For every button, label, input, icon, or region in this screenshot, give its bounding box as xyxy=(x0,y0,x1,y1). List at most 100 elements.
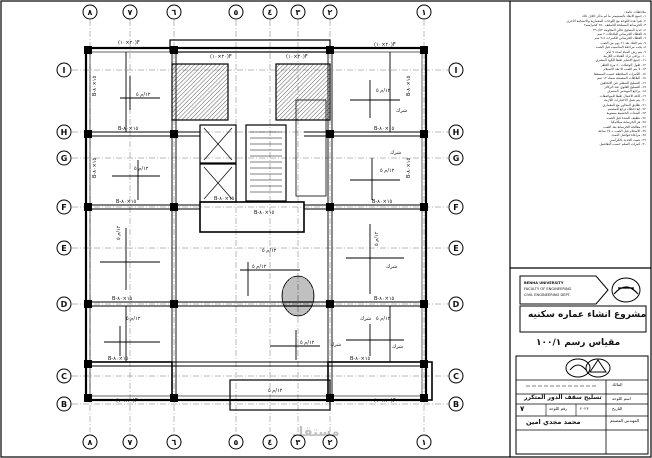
note-line: ١٨- يراجع المهندس المشرف xyxy=(606,89,646,94)
drawing-name: تسليح سقف الدور المتكرر xyxy=(524,394,602,401)
svg-text:F: F xyxy=(61,203,66,212)
note-line: ١٩- كافة الاعمال طبقا للمواصفات xyxy=(599,93,646,98)
note-line: ٥- الغطاء الخرساني للبلاطات ٢ سم xyxy=(597,32,646,37)
grid-bubble-top: ٨ xyxy=(82,4,98,20)
svg-text:٦: ٦ xyxy=(172,438,177,447)
beam-label: B-١٥×٨٠ xyxy=(108,356,128,362)
grid-bubble-bottom: ٧ xyxy=(122,434,138,450)
note-line: ٢٢- اية اخطاء ترجع للمصمم xyxy=(607,106,646,111)
grid-bubble-left: G xyxy=(56,150,72,166)
note-label: شرك xyxy=(392,344,403,350)
grid-bubble-bottom: ٥ xyxy=(228,434,244,450)
rebar-label: ١٢/م ٥ xyxy=(116,225,122,240)
note-line: ١٥- البلاطات المصمتة سمك ١٢ سم xyxy=(597,76,646,81)
grid-bubble-top: ٣ xyxy=(290,4,306,20)
svg-text:H: H xyxy=(61,128,68,137)
note-line: ٧- يتم الفك بعد ٢١ يوم من الصب xyxy=(600,40,646,45)
svg-text:٣: ٣ xyxy=(296,438,301,447)
grid-bubble-left: H xyxy=(56,124,72,140)
grid-bubble-top: ٢ xyxy=(322,4,338,20)
beam-label: B-١٥×٨٠ xyxy=(214,196,234,202)
svg-text:G: G xyxy=(453,154,460,163)
rebar-label: ١٢/م ٥ xyxy=(252,264,267,270)
note-line: ٢٠- يتم عمل الاختبارات اللازمة xyxy=(604,98,646,103)
grid-bubble-right: I xyxy=(448,62,464,78)
svg-text:F: F xyxy=(453,203,458,212)
note-line: ملاحظات عامة : xyxy=(623,10,646,14)
svg-text:٦: ٦ xyxy=(172,8,177,17)
svg-text:١: ١ xyxy=(422,438,427,447)
title-block-logos xyxy=(565,358,611,378)
grid-bubble-top: ١ xyxy=(416,4,432,20)
note-line: ٢- تقرأ هذه اللوحة مع اللوحات المعمارية … xyxy=(566,18,646,23)
rebar-label: ١٢/م ٥ xyxy=(268,388,283,394)
note-line: ٢٥- هز الخرسانة ميكانيكيا xyxy=(610,120,646,125)
svg-text:C: C xyxy=(453,372,459,381)
svg-text:H: H xyxy=(453,128,460,137)
svg-text:٣: ٣ xyxy=(296,8,301,17)
note-line: ١٠- يراعى ترك الفتحات اللازمة xyxy=(603,54,646,59)
grid-bubble-top: ٤ xyxy=(262,4,278,20)
note-line: ٣- الخرسانة المسلحة للاسقف ٢٥٠ كجم/سم٢ xyxy=(583,23,646,28)
note-line: ٣٠- كمرات السلم حسب التفاصيل xyxy=(599,142,647,147)
note-line: ٢٧- الاستلام قبل الصب بـ ٢٤ ساعة xyxy=(598,128,646,133)
svg-text:C: C xyxy=(61,372,67,381)
note-line: ٢١- تطابق المحاور مع المعماري xyxy=(602,102,646,107)
title-block: BENHA UNIVERSITY FACULTY OF ENGINEERING … xyxy=(510,268,652,458)
designer-name: محمد مجدي امين xyxy=(526,418,581,426)
floor-plan xyxy=(84,39,433,411)
title-block-graphics xyxy=(515,275,649,455)
beam-label: B-١٥×٨٠ xyxy=(350,356,370,362)
grid-bubble-top: ٧ xyxy=(122,4,138,20)
note-line: ١٤- الكمرات الساقطة حسب المسقط xyxy=(593,71,646,76)
svg-text:I: I xyxy=(63,66,66,75)
rebar-label: ١٢/م ٥ xyxy=(126,316,141,322)
rebar-label: ١٢/م ٥ xyxy=(262,248,277,254)
note-line: ٩- يتم رش المياه لمدة ٧ ايام xyxy=(606,49,646,54)
note-line: ٢٣- الشدات الخشبية مستوية xyxy=(606,111,646,116)
rebar-label: ١٢/م ٥ xyxy=(380,168,395,174)
rebar-label: ١٢/م ٥ xyxy=(374,231,380,246)
note-line: ٢٦- معالجة الخرسانة بعد الصب xyxy=(603,124,646,129)
grid-bubble-right: B xyxy=(448,396,464,412)
svg-text:٨: ٨ xyxy=(88,8,93,17)
beam-label: B-١٥×٨٠ xyxy=(92,76,98,96)
svg-text:E: E xyxy=(61,244,66,253)
grid-bubble-right: C xyxy=(448,368,464,384)
grid-lines xyxy=(72,20,448,432)
date-value: ٢٠٢٣ xyxy=(580,406,589,411)
note-label: شرك xyxy=(360,316,371,322)
beam-label: B-١٥×٨٠ xyxy=(406,76,412,96)
grid-bubble-right: D xyxy=(448,296,464,312)
svg-text:B: B xyxy=(61,400,67,409)
bay-label: (٢٠×١٠)F xyxy=(210,54,232,60)
grid-bubble-left: C xyxy=(56,368,72,384)
grid-bubble-right: E xyxy=(448,240,464,256)
svg-text:G: G xyxy=(61,154,68,163)
note-label: شرك xyxy=(386,264,397,270)
sheet-number-label: رقم اللوحة xyxy=(549,406,568,411)
note-line: ١- جميع الابعاد بالسنتيمتر ما لم يذكر خل… xyxy=(581,14,646,19)
note-line: ٤- حديد التسليح عالي المقاومة ٣٦٠/٥٢ xyxy=(592,27,646,32)
sheet-number: ٧ xyxy=(520,405,525,413)
note-line: ٢٤- تنظيف الشدة قبل الصب xyxy=(606,115,646,120)
svg-text:I: I xyxy=(455,66,458,75)
beam-label: B-١٥×٨٠ xyxy=(116,199,136,205)
svg-text:٢: ٢ xyxy=(328,438,333,447)
rebar-label: ١٢/م ٥ xyxy=(300,340,315,346)
grid-bubble-left: D xyxy=(56,296,72,312)
bay-label: (٢٠×١٠)F xyxy=(118,40,140,46)
svg-text:١: ١ xyxy=(422,8,427,17)
bay-label: (٢٠×١٠)F xyxy=(374,398,396,404)
bay-label: (٢٠×١٠)F xyxy=(286,54,308,60)
grid-bubble-bottom: ٣ xyxy=(290,434,306,450)
grid-bubble-right: G xyxy=(448,150,464,166)
rebar-label: ١٢/م ٥ xyxy=(134,166,149,172)
note-line: ١٧- التسليح العلوي عند الركائز xyxy=(604,84,646,89)
note-label: شرك xyxy=(330,342,341,348)
svg-text:٥: ٥ xyxy=(234,8,239,17)
grid-bubble-bottom: ٨ xyxy=(82,434,98,450)
grid-bubble-left: F xyxy=(56,199,72,215)
